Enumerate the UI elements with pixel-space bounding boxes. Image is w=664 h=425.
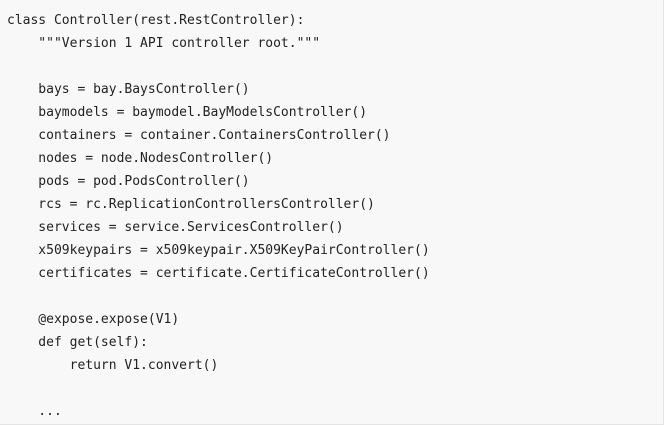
- code-line: class Controller(rest.RestController):: [7, 13, 305, 28]
- code-line: ...: [7, 404, 62, 419]
- code-line: x509keypairs = x509keypair.X509KeyPairCo…: [7, 243, 430, 258]
- code-line: baymodels = baymodel.BayModelsController…: [7, 105, 368, 120]
- code-line: bays = bay.BaysController(): [7, 82, 250, 97]
- code-line: @expose.expose(V1): [7, 312, 180, 327]
- code-line: def get(self):: [7, 335, 148, 350]
- code-line: certificates = certificate.CertificateCo…: [7, 266, 430, 281]
- code-line: [7, 377, 663, 400]
- code-line: containers = container.ContainersControl…: [7, 128, 391, 143]
- code-line: [7, 285, 663, 308]
- code-line: """Version 1 API controller root.""": [7, 36, 321, 51]
- code-line: [7, 55, 663, 78]
- code-line: pods = pod.PodsController(): [7, 174, 250, 189]
- code-line: return V1.convert(): [7, 358, 219, 373]
- code-line: nodes = node.NodesController(): [7, 151, 274, 166]
- code-line: rcs = rc.ReplicationControllersControlle…: [7, 197, 375, 212]
- code-line: services = service.ServicesController(): [7, 220, 344, 235]
